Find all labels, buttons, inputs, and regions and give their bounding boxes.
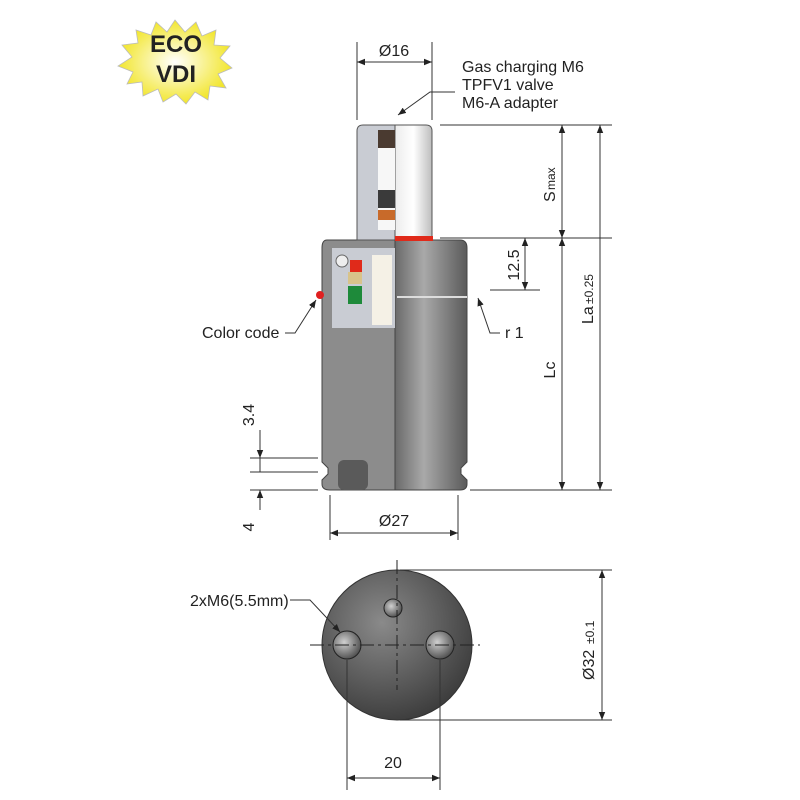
svg-text:±0.25: ±0.25 [582, 274, 596, 304]
hole-spacing-label: 20 [384, 755, 402, 772]
thread-label: 2xM6(5.5mm) [190, 593, 289, 610]
valve-hole [383, 598, 403, 618]
dimension-lines [250, 42, 612, 540]
dim-3-4: 3.4 [241, 404, 258, 426]
svg-text:max: max [544, 167, 558, 190]
cylinder-side-view [316, 124, 468, 491]
svg-text:ECO: ECO [150, 31, 202, 58]
cylinder-bottom-view [290, 560, 612, 790]
rod-diameter-label: Ø16 [379, 43, 409, 60]
eco-vdi-badge: ECO VDI [117, 19, 233, 105]
lc-label: Lc [542, 362, 559, 379]
svg-text:La: La [580, 306, 597, 324]
svg-text:S: S [542, 191, 559, 202]
flange-diameter-label: Ø32 ±0.1 [581, 620, 598, 680]
dim-4: 4 [241, 522, 258, 531]
svg-text:VDI: VDI [156, 61, 196, 88]
color-code-dot [316, 291, 324, 299]
color-code-label: Color code [202, 325, 279, 342]
stroke-label: S max [542, 167, 559, 202]
valve-label: TPFV1 valve [462, 77, 554, 94]
la-label: La ±0.25 [580, 274, 597, 324]
dim-12-5: 12.5 [506, 249, 523, 280]
radius-label: r 1 [505, 325, 524, 342]
svg-text:Ø32: Ø32 [581, 650, 598, 680]
gas-charging-label: Gas charging M6 [462, 59, 584, 76]
svg-text:±0.1: ±0.1 [583, 620, 597, 644]
adapter-label: M6-A adapter [462, 95, 559, 112]
body-diameter-label: Ø27 [379, 513, 409, 530]
